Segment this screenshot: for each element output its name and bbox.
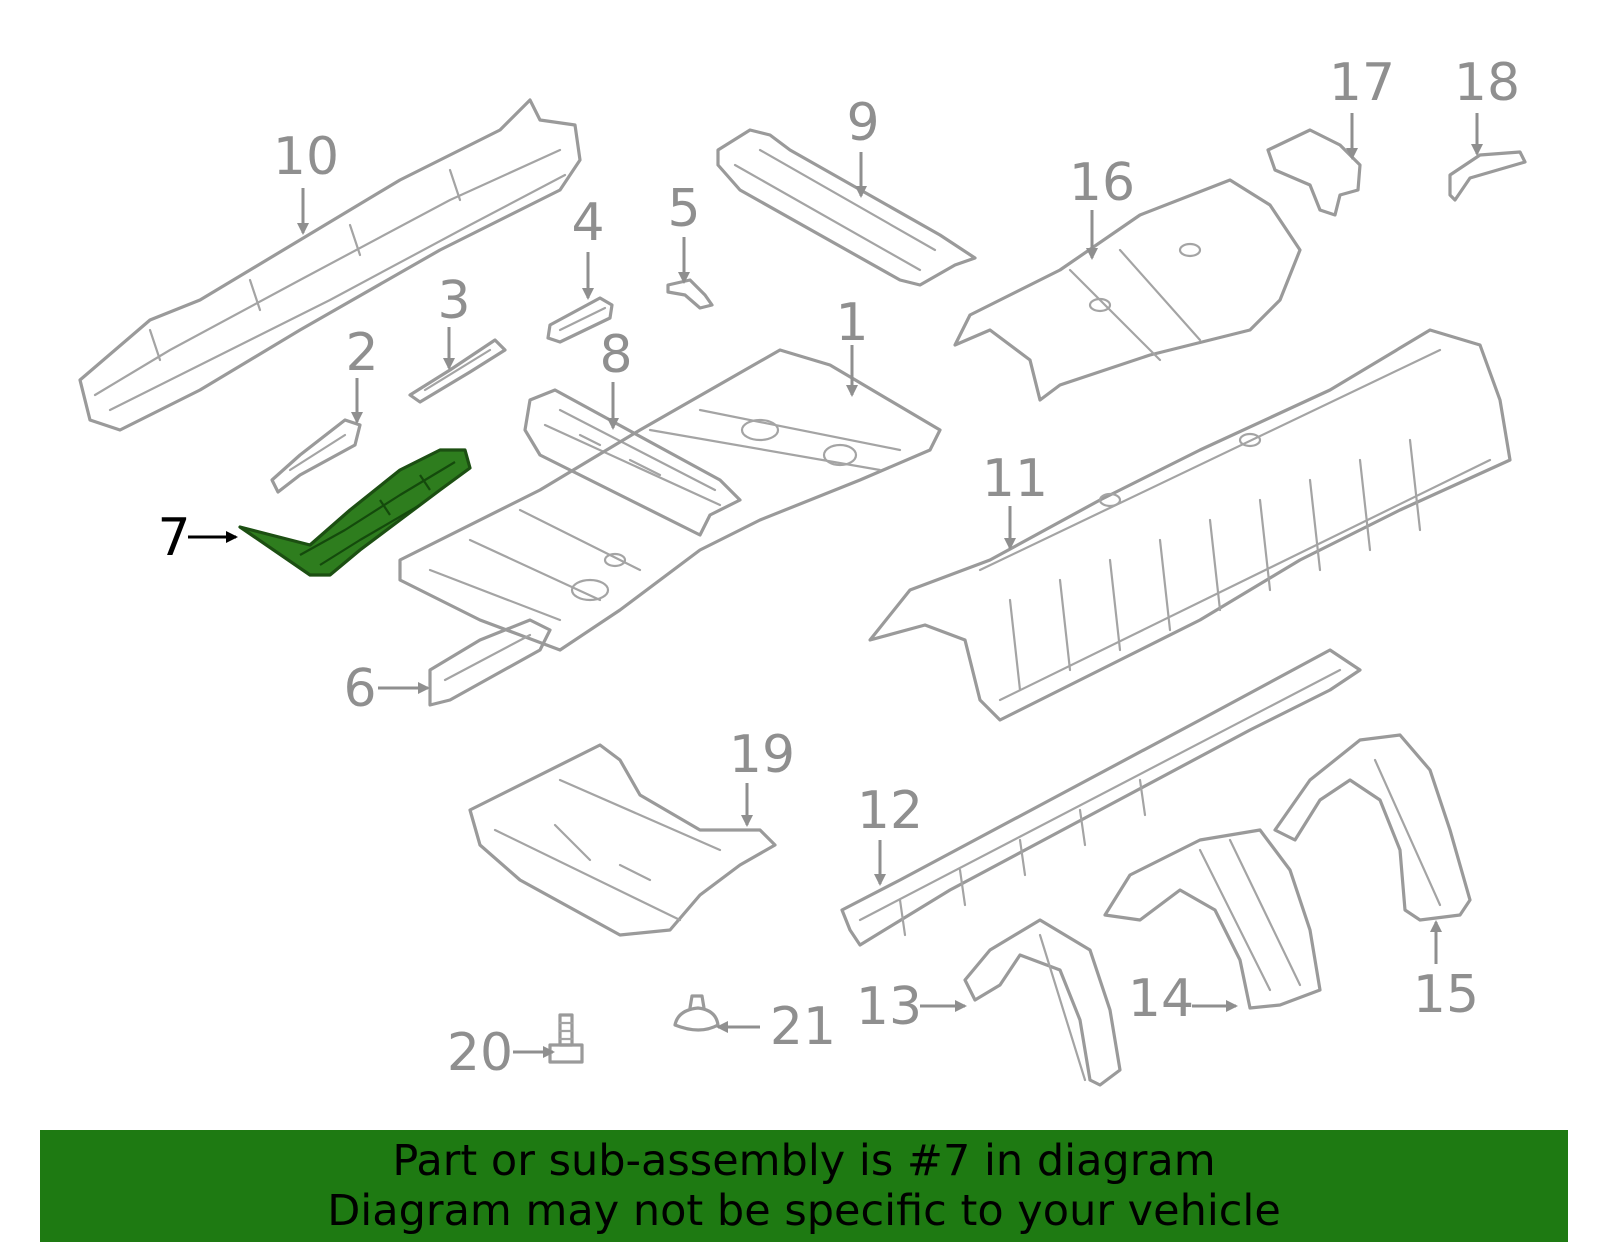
callout-15: 15 <box>1413 965 1479 1025</box>
callout-17: 17 <box>1329 53 1395 113</box>
part-16-rear-floor <box>953 178 1302 402</box>
callout-13: 13 <box>856 977 922 1037</box>
part-15-wheelhouse <box>1273 733 1472 922</box>
part-9-crossmember <box>716 128 977 287</box>
callout-20: 20 <box>447 1023 513 1083</box>
part-6-rail <box>428 618 552 707</box>
callout-labels: 1 2 3 4 5 6 7 8 9 10 11 12 13 14 15 16 1… <box>157 53 1520 1083</box>
callout-1: 1 <box>835 293 868 353</box>
callout-16: 16 <box>1069 153 1135 213</box>
part-5-clip <box>666 278 714 310</box>
part-7-highlighted <box>238 448 472 577</box>
part-10-rail <box>78 98 582 432</box>
callout-5: 5 <box>667 179 700 239</box>
part-19-spare-well <box>468 743 777 937</box>
callout-2: 2 <box>345 323 378 383</box>
part-13-wheelhouse <box>963 918 1122 1087</box>
callout-18: 18 <box>1454 53 1520 113</box>
callout-10: 10 <box>273 127 339 187</box>
part-11-rear-floor-panel <box>868 328 1512 722</box>
part-3-bracket <box>408 338 507 404</box>
callout-6: 6 <box>343 659 376 719</box>
part-14-wheelhouse <box>1103 828 1322 1010</box>
part-20-bolt <box>548 1013 584 1064</box>
callout-19: 19 <box>729 725 795 785</box>
part-21-clip <box>673 994 720 1032</box>
info-banner: Part or sub-assembly is #7 in diagram Di… <box>40 1130 1568 1242</box>
callout-4: 4 <box>571 193 604 253</box>
callout-11: 11 <box>982 449 1048 509</box>
part-12-rail <box>840 648 1362 947</box>
part-2-bracket <box>270 418 362 494</box>
parts-diagram: 1 2 3 4 5 6 7 8 9 10 11 12 13 14 15 16 1… <box>78 53 1527 1087</box>
part-4-bracket <box>546 296 614 344</box>
callout-8: 8 <box>599 325 632 385</box>
part-17-bracket <box>1266 128 1362 217</box>
callout-3: 3 <box>437 271 470 331</box>
callout-7: 7 <box>157 508 190 568</box>
callout-21: 21 <box>770 997 836 1057</box>
callout-9: 9 <box>846 93 879 153</box>
part-1-floor-pan <box>398 348 942 652</box>
banner-line-1: Part or sub-assembly is #7 in diagram <box>392 1136 1216 1186</box>
part-18-bracket <box>1448 150 1527 202</box>
banner-line-2: Diagram may not be specific to your vehi… <box>327 1186 1281 1236</box>
leader-lines <box>188 113 1483 1058</box>
callout-12: 12 <box>857 781 923 841</box>
callout-14: 14 <box>1128 969 1194 1029</box>
